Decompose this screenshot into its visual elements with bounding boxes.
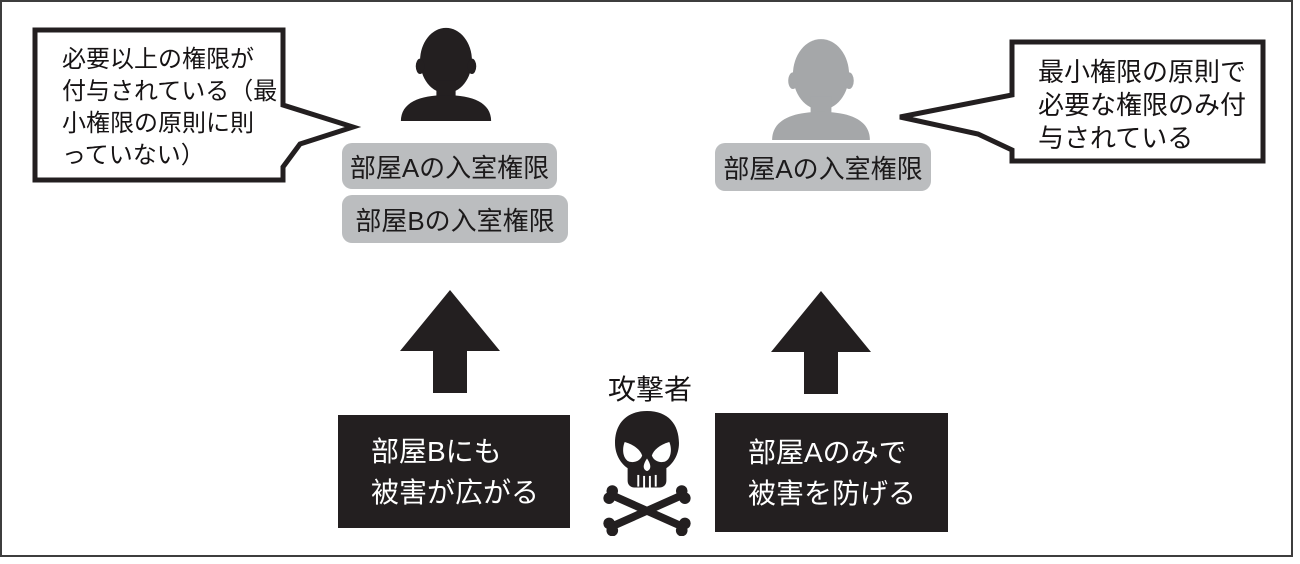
- outcome-box-damage-contained: 部屋Aのみで 被害を防げる: [715, 413, 948, 532]
- outcome-line: 被害が広がる: [371, 476, 540, 508]
- right-callout-line: 最小権限の原則で: [1038, 57, 1247, 87]
- outcome-box-damage-spreads: 部屋Bにも 被害が広がる: [338, 415, 570, 528]
- user-icon-over-privileged: [400, 27, 492, 121]
- outcome-line: 被害を防げる: [748, 477, 917, 509]
- right-callout-line: 与されている: [1038, 123, 1194, 153]
- left-callout-line: っていない）: [62, 142, 205, 169]
- left-callout-line: 小権限の原則に則: [62, 110, 254, 137]
- user-icon-least-privilege: [772, 39, 870, 140]
- outcome-line: 部屋Aのみで: [748, 436, 907, 468]
- permission-chip-room-a-right: 部屋Aの入室権限: [715, 143, 931, 191]
- right-callout-line: 必要な権限のみ付: [1038, 90, 1247, 120]
- outcome-line: 部屋Bにも: [371, 435, 502, 467]
- right-callout-text: 最小権限の原則で 必要な権限のみ付 与されている: [1038, 56, 1246, 155]
- skull-crossbones-icon: [603, 410, 691, 536]
- attacker-label: 攻撃者: [607, 374, 692, 405]
- attack-arrow-right-icon: [771, 291, 871, 394]
- right-speech-bubble: [899, 39, 1266, 164]
- attack-arrow-left-icon: [400, 290, 500, 393]
- permission-chip-room-b-left: 部屋Bの入室権限: [342, 195, 568, 243]
- left-speech-bubble: [32, 27, 362, 183]
- left-callout-line: 付与されている（最: [62, 78, 278, 105]
- left-callout-text: 必要以上の権限が 付与されている（最 小権限の原則に則 っていない）: [62, 44, 277, 172]
- left-callout-line: 必要以上の権限が: [62, 46, 254, 73]
- permission-chip-room-a-left: 部屋Aの入室権限: [342, 143, 557, 189]
